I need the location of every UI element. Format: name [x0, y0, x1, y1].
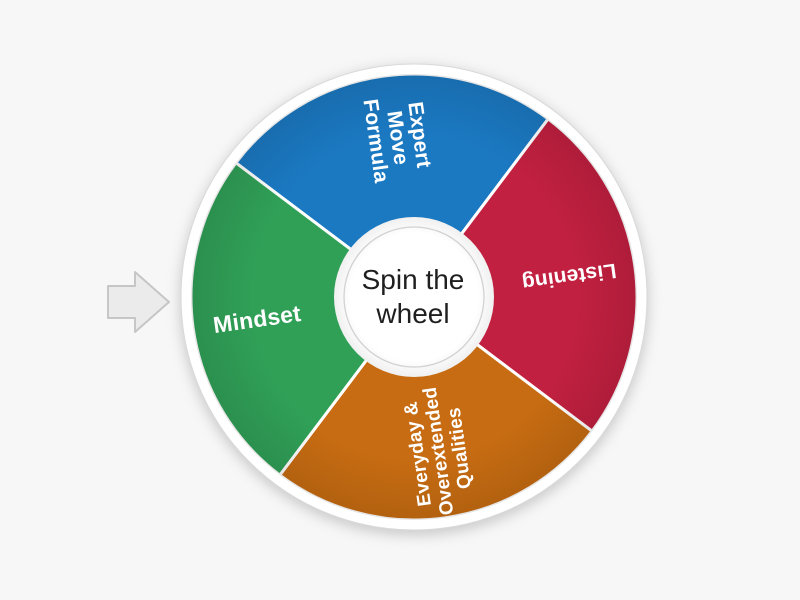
wheel-center-circle[interactable]: [334, 217, 494, 377]
wheel-center-hairline: [343, 226, 485, 368]
arrow-right-icon: [107, 271, 170, 333]
